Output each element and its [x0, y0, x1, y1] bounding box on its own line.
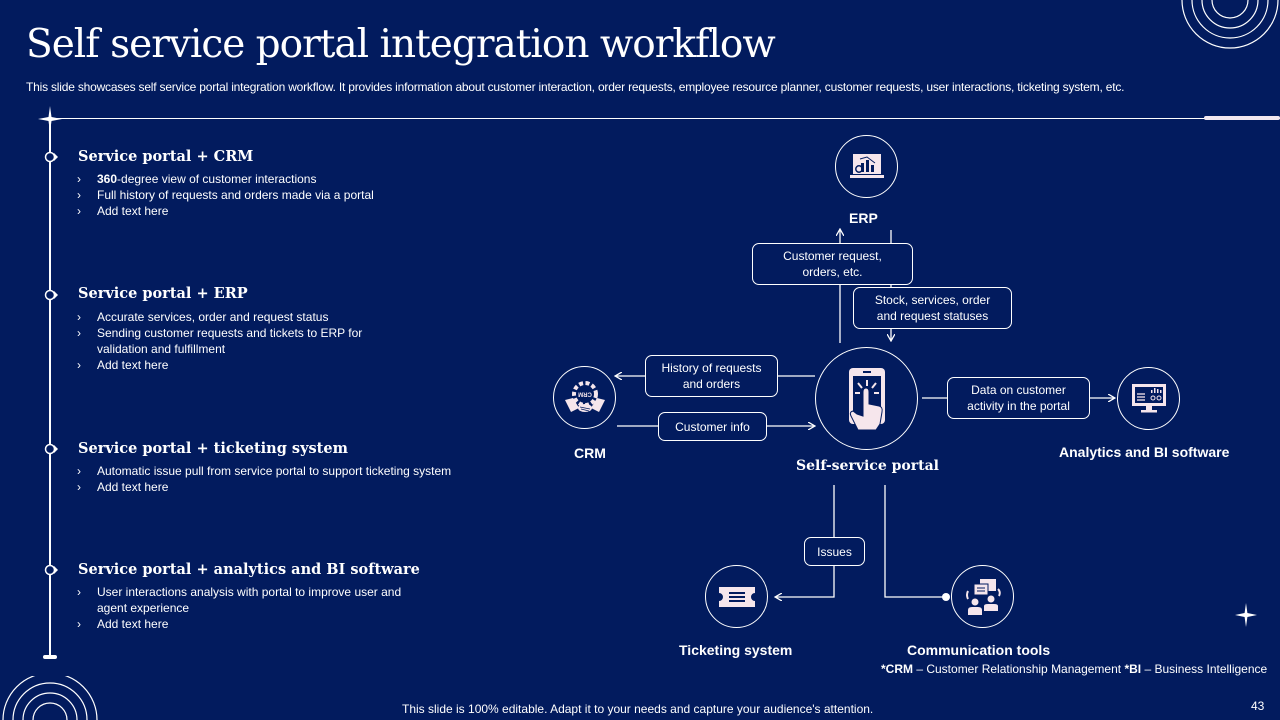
- ticket-icon: [718, 586, 755, 607]
- timeline-node-icon: [44, 151, 58, 163]
- self-service-portal-label: Self-service portal: [796, 458, 939, 474]
- section-bullets-analytics: User interactions analysis with portal t…: [77, 584, 427, 632]
- self-service-portal-node: [815, 347, 918, 450]
- crm-handshake-gear-icon: CRM: [564, 380, 605, 412]
- erp-label: ERP: [849, 210, 878, 226]
- page-number: 43: [1251, 699, 1265, 713]
- ticketing-label: Ticketing system: [679, 642, 793, 658]
- section-heading-erp: Service portal + ERP: [78, 285, 248, 302]
- analytics-node: [1117, 367, 1180, 430]
- bullet-item: 360-degree view of customer interactions: [77, 171, 427, 187]
- decor-arcs-top-right: [1181, 0, 1279, 49]
- bullet-item: User interactions analysis with portal t…: [77, 584, 417, 616]
- erp-laptop-chart-icon: [849, 153, 884, 178]
- edge-label-customer-activity: Data on customer activity in the portal: [947, 377, 1090, 419]
- timeline-node-icon: [44, 564, 58, 576]
- section-heading-crm: Service portal + CRM: [78, 148, 254, 165]
- section-bullets-crm: 360-degree view of customer interactions…: [77, 171, 427, 219]
- edge-portal-to-ticketing: [776, 485, 835, 597]
- edge-endpoint-dot: [942, 593, 950, 601]
- sparkle-icon: [1235, 603, 1257, 627]
- header-accent-bar: [1204, 116, 1280, 120]
- communication-tools-label: Communication tools: [907, 642, 1051, 658]
- bullet-item: Accurate services, order and request sta…: [77, 309, 427, 325]
- crm-node: CRM: [553, 366, 616, 429]
- edge-portal-to-communication: [884, 485, 944, 598]
- communication-tools-node: [951, 565, 1014, 628]
- svg-text:CRM: CRM: [578, 390, 592, 396]
- section-bullets-ticketing: Automatic issue pull from service portal…: [77, 463, 517, 495]
- edge-label-customer-info: Customer info: [658, 412, 767, 441]
- edge-label-issues: Issues: [804, 537, 865, 566]
- bullet-item: Add text here: [77, 616, 427, 632]
- slide-footer: This slide is 100% editable. Adapt it to…: [402, 702, 874, 716]
- erp-node: [835, 135, 898, 198]
- header-divider: [50, 118, 1280, 119]
- bullet-item: Add text here: [77, 357, 427, 373]
- bullet-item: Sending customer requests and tickets to…: [77, 325, 397, 357]
- analytics-monitor-icon: [1131, 383, 1166, 412]
- edge-label-stock-statuses: Stock, services, order and request statu…: [853, 287, 1012, 329]
- edge-label-history: History of requests and orders: [645, 355, 778, 397]
- section-heading-analytics: Service portal + analytics and BI softwa…: [78, 561, 420, 578]
- bullet-item: Add text here: [77, 203, 427, 219]
- analytics-label: Analytics and BI software: [1059, 444, 1230, 460]
- decor-arcs-bottom-left: [2, 676, 98, 720]
- timeline-end-cap: [43, 655, 57, 659]
- touch-phone-icon: [848, 367, 885, 430]
- timeline-line: [49, 118, 51, 656]
- ticketing-node: [705, 565, 768, 628]
- slide-subtitle: This slide showcases self service portal…: [26, 80, 1125, 94]
- timeline-node-icon: [44, 443, 58, 455]
- section-bullets-erp: Accurate services, order and request sta…: [77, 309, 427, 373]
- edge-label-customer-request: Customer request, orders, etc.: [752, 243, 913, 285]
- abbreviation-footnote: *CRM – Customer Relationship Management …: [881, 662, 1268, 676]
- bullet-item: Full history of requests and orders made…: [77, 187, 427, 203]
- slide-title: Self service portal integration workflow: [26, 22, 776, 67]
- timeline-node-icon: [44, 289, 58, 301]
- section-heading-ticketing: Service portal + ticketing system: [78, 440, 348, 457]
- bullet-item: Add text here: [77, 479, 427, 495]
- bullet-item: Automatic issue pull from service portal…: [77, 463, 517, 479]
- crm-label: CRM: [574, 445, 606, 461]
- chat-people-icon: [965, 578, 1001, 615]
